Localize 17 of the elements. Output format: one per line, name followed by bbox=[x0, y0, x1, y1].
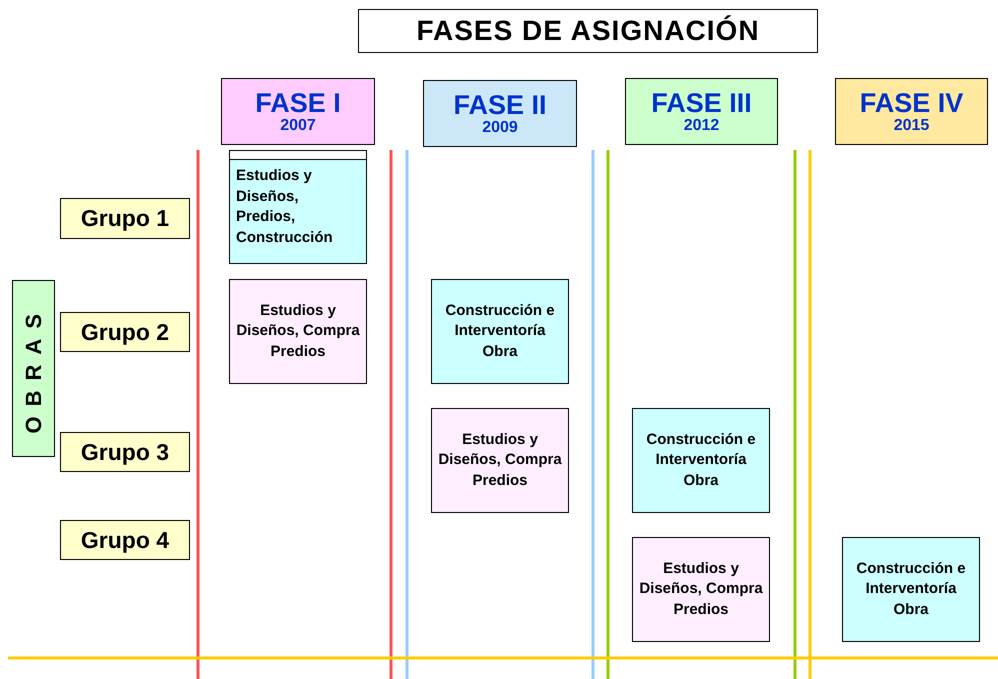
group-label-box: Grupo 4 bbox=[60, 520, 190, 560]
task-box: Estudios y Diseños, Compra Predios bbox=[632, 537, 770, 642]
task-box: Construcción e Interventoría Obra bbox=[842, 537, 980, 642]
task-box: Estudios y Diseños, Predios, Construcción bbox=[229, 150, 367, 264]
phase-header-box: FASE III 2012 bbox=[625, 78, 778, 145]
task-box: Estudios y Diseños, Compra Predios bbox=[229, 279, 367, 384]
group-label-box: Grupo 1 bbox=[60, 198, 190, 239]
task-box: Estudios y Diseños, Compra Predios bbox=[431, 408, 569, 513]
phase-header-box: FASE IV 2015 bbox=[835, 78, 988, 145]
task-box: Construcción e Interventoría Obra bbox=[632, 408, 770, 513]
category-box: OBRAS bbox=[12, 280, 55, 457]
group-label-box: Grupo 3 bbox=[60, 432, 190, 472]
phase-header-box: FASE II 2009 bbox=[423, 80, 577, 147]
task-box: Construcción e Interventoría Obra bbox=[431, 279, 569, 384]
diagram-title: FASES DE ASIGNACIÓN bbox=[358, 9, 818, 53]
phase-header-box: FASE I 2007 bbox=[221, 78, 375, 145]
group-label-box: Grupo 2 bbox=[60, 312, 190, 352]
